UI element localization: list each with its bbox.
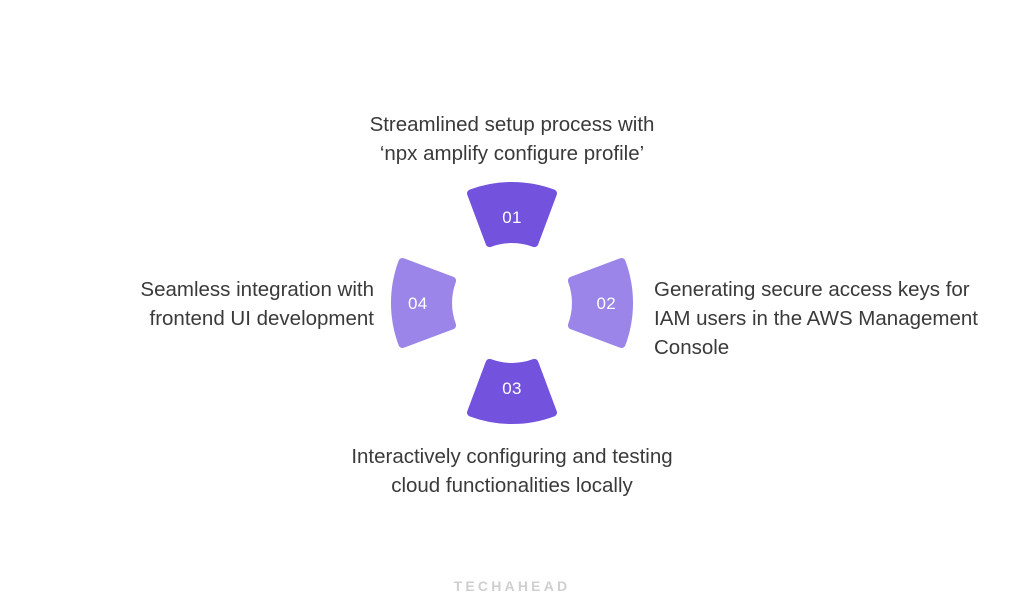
donut-number-02: 02 <box>596 182 616 424</box>
segment-label-04: Seamless integration with frontend UI de… <box>22 275 374 333</box>
segment-label-02-line-3: Console <box>654 336 730 359</box>
donut-segment-04[interactable] <box>390 258 457 348</box>
donut-segment-03[interactable] <box>467 358 557 425</box>
donut-segment-02[interactable] <box>567 258 634 348</box>
donut-number-04: 04 <box>408 182 428 424</box>
segment-label-02-line-1: Generating secure access keys for <box>654 278 970 301</box>
segment-label-03-line-2: cloud functionalities locally <box>391 474 633 497</box>
donut-segments <box>390 181 634 425</box>
donut-number-02-text: 02 <box>596 293 616 313</box>
donut-segment-01[interactable] <box>467 181 557 248</box>
segment-label-03: Interactively configuring and testing cl… <box>262 442 762 500</box>
segment-label-01: Streamlined setup process with ‘npx ampl… <box>262 110 762 168</box>
techahead-watermark: TECHAHEAD <box>453 578 571 594</box>
donut-number-01: 01 <box>502 208 522 227</box>
donut-chart-svg <box>390 181 634 425</box>
segment-label-03-line-1: Interactively configuring and testing <box>351 445 673 468</box>
segment-label-04-line-2: frontend UI development <box>149 307 375 330</box>
donut-number-04-text: 04 <box>408 293 428 313</box>
segment-label-02-line-2: IAM users in the AWS Management <box>654 307 978 330</box>
donut-chart: 01 02 03 04 <box>390 181 634 425</box>
segment-label-01-line-1: Streamlined setup process with <box>369 113 655 136</box>
segment-label-02: Generating secure access keys for IAM us… <box>654 275 1002 362</box>
donut-number-03: 03 <box>502 379 522 398</box>
segment-label-01-line-2: ‘npx amplify configure profile’ <box>379 142 645 165</box>
segment-label-04-line-1: Seamless integration with <box>140 278 374 301</box>
